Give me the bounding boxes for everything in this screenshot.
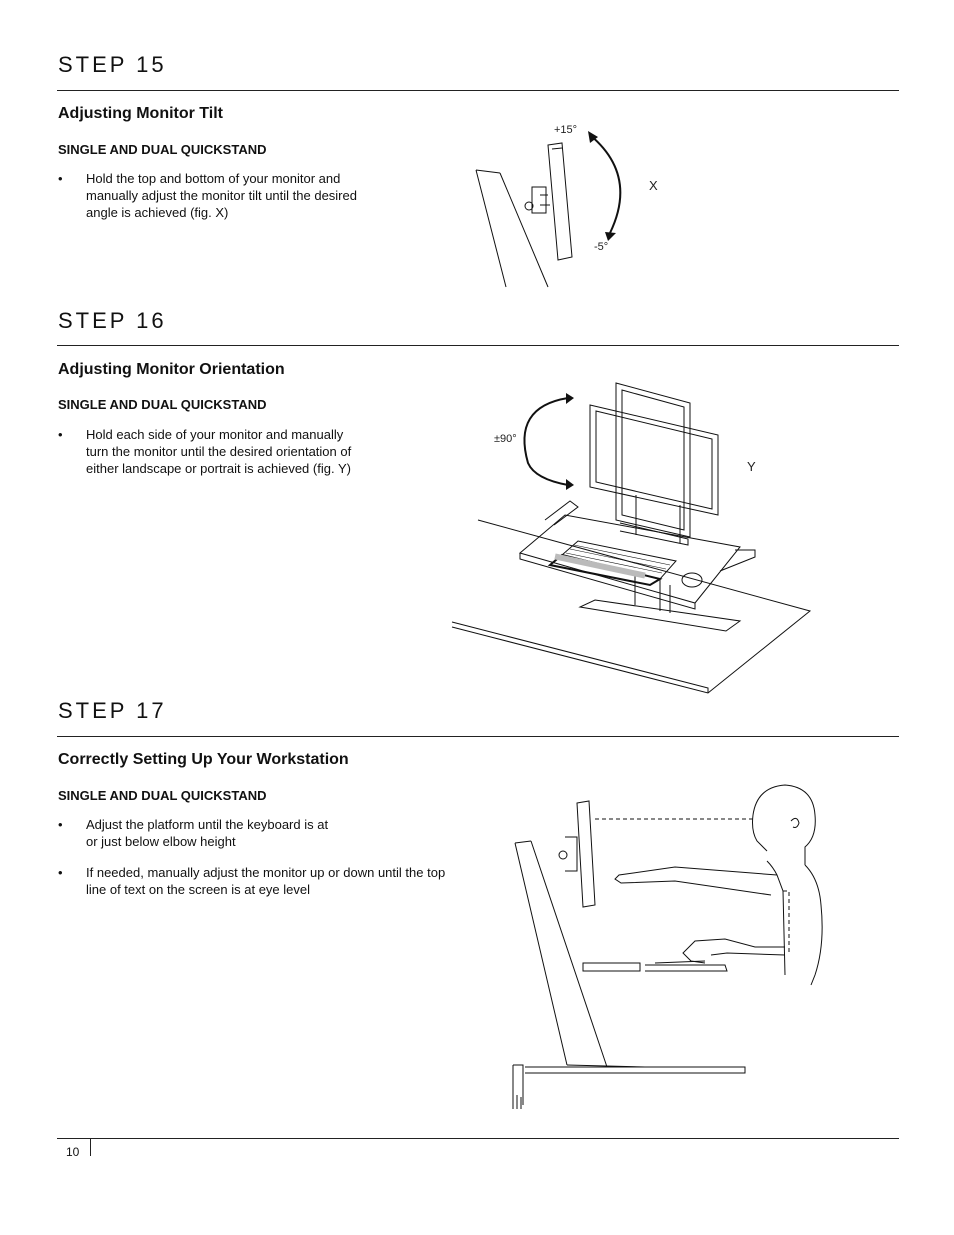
- figure-y-monitor-orientation: [451, 382, 812, 694]
- step15-heading: Adjusting Monitor Tilt: [58, 105, 224, 122]
- step15-bullet: • Hold the top and bottom of your monito…: [58, 170, 368, 221]
- step17-bullet: • If needed, manually adjust the monitor…: [58, 864, 458, 898]
- step17-title: STEP 17: [58, 698, 167, 723]
- step16-bullet: • Hold each side of your monitor and man…: [58, 426, 358, 477]
- step15-title: STEP 15: [58, 52, 167, 77]
- step16-divider: [57, 345, 899, 346]
- bullet-text: If needed, manually adjust the monitor u…: [86, 865, 446, 897]
- step17-subheading: SINGLE AND DUAL QUICKSTAND: [58, 788, 267, 803]
- figure-workstation-ergonomics: [512, 784, 823, 1109]
- figure-x-label: X: [649, 178, 658, 193]
- step15-divider: [57, 90, 899, 91]
- angle-up-label: +15°: [554, 124, 578, 136]
- footer-tick: [90, 1139, 91, 1156]
- rotation-angle-label: ±90°: [494, 433, 517, 445]
- footer-divider: [57, 1138, 899, 1139]
- step17-heading: Correctly Setting Up Your Workstation: [58, 751, 349, 768]
- figure-x-monitor-tilt: [475, 131, 622, 288]
- step17-divider: [57, 736, 899, 737]
- bullet-text: Adjust the platform until the keyboard i…: [86, 817, 329, 849]
- step15-subheading: SINGLE AND DUAL QUICKSTAND: [58, 142, 267, 157]
- page-number: 10: [66, 1145, 80, 1159]
- figure-y-label: Y: [747, 459, 756, 474]
- step16-subheading: SINGLE AND DUAL QUICKSTAND: [58, 397, 267, 412]
- step16-title: STEP 16: [58, 308, 167, 333]
- bullet-text: Hold the top and bottom of your monitor …: [86, 171, 357, 220]
- step16-heading: Adjusting Monitor Orientation: [58, 361, 285, 378]
- step17-bullet: • Adjust the platform until the keyboard…: [58, 816, 338, 850]
- angle-down-label: -5°: [594, 241, 609, 253]
- bullet-text: Hold each side of your monitor and manua…: [86, 427, 352, 476]
